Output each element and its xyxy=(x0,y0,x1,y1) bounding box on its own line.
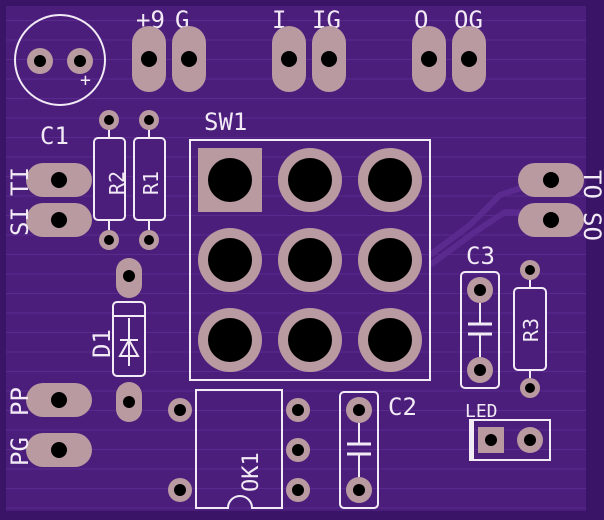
cap-c2: C2 xyxy=(339,391,417,509)
resistor-r3: R3 xyxy=(513,260,547,398)
switch-sw1 xyxy=(189,139,431,381)
label-c2: C2 xyxy=(388,393,417,421)
label-si: SI xyxy=(6,207,34,236)
led: LED xyxy=(465,401,551,461)
label-r3: R3 xyxy=(519,318,543,342)
label-i: I xyxy=(272,6,286,34)
label-r2: R2 xyxy=(105,171,129,195)
label-ok1: OK1 xyxy=(239,452,264,492)
pads-si-ti xyxy=(26,163,92,237)
diode-d1: D1 xyxy=(88,258,146,422)
resistor-r1: R1 xyxy=(133,110,166,250)
trace-sw-to-right xyxy=(428,182,531,258)
label-r1: R1 xyxy=(139,171,163,195)
trace-sw-to-right-2 xyxy=(428,208,531,268)
pads-pg-pp xyxy=(26,383,92,467)
label-to: TO xyxy=(578,170,604,199)
cap-c3: C3 xyxy=(460,242,500,389)
label-ti: TI xyxy=(6,167,34,196)
cap-plus-label: + xyxy=(80,70,91,91)
label-c3: C3 xyxy=(466,242,495,270)
label-led: LED xyxy=(465,401,498,422)
resistor-r2: R2 xyxy=(93,110,129,250)
label-c1: C1 xyxy=(40,122,69,150)
label-pp: PP xyxy=(6,387,34,416)
label-so: SO xyxy=(578,212,604,241)
cap-electrolytic: + xyxy=(14,14,106,106)
label-d1: D1 xyxy=(88,329,116,358)
label-sw1: SW1 xyxy=(204,108,247,136)
label-pg: PG xyxy=(6,437,34,466)
pads-so-to xyxy=(518,163,584,237)
pads-top xyxy=(132,26,486,92)
ic-ok1: OK1 xyxy=(168,389,310,509)
